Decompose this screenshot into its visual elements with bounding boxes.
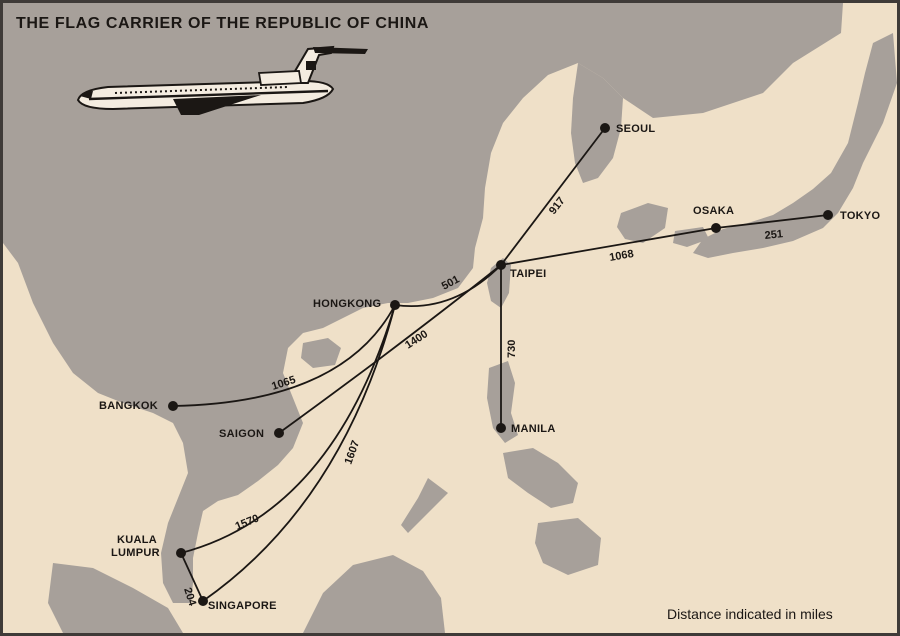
mindanao [535,518,601,575]
city-dot-manila [496,423,506,433]
city-label-seoul: SEOUL [616,123,655,135]
route-map-svg: SEOUL OSAKA TOKYO TAIPEI HONGKONG BANGKO… [3,3,897,633]
route-taipei-seoul [500,127,606,266]
city-dot-taipei [496,260,506,270]
city-label-taipei: TAIPEI [510,268,546,280]
palawan [401,478,448,533]
city-dot-seoul [600,123,610,133]
city-label-saigon: SAIGON [219,428,264,440]
borneo [303,555,445,633]
visayas [503,448,578,508]
city-dot-saigon [274,428,284,438]
city-label-manila: MANILA [511,423,556,435]
distance-footnote: Distance indicated in miles [667,606,833,622]
luzon [487,361,518,443]
city-label-kualalumpur-2: LUMPUR [111,547,160,559]
city-dot-osaka [711,223,721,233]
distance-label: 204 [181,586,198,608]
route-taipei-osaka [500,227,717,266]
city-dot-kualalumpur [176,548,186,558]
route-taipei-hongkong [394,264,502,308]
route-hongkong-singapore [202,304,396,602]
city-label-osaka: OSAKA [693,205,734,217]
city-label-singapore: SINGAPORE [208,600,277,612]
distance-label: 1068 [608,248,634,264]
city-labels: SEOUL OSAKA TOKYO TAIPEI HONGKONG BANGKO… [99,123,881,612]
city-markers [168,123,833,606]
distance-label: 1400 [403,328,430,351]
distance-label: 917 [547,195,568,217]
city-label-hongkong: HONGKONG [313,298,381,310]
hainan [301,338,341,368]
mainland-asia [3,3,843,603]
distance-label: 1607 [343,439,363,466]
route-taipei-saigon [278,264,502,434]
city-label-kualalumpur-1: KUALA [117,534,157,546]
city-label-bangkok: BANGKOK [99,400,158,412]
kyushu [617,203,668,243]
route-hongkong-bangkok [172,304,396,407]
city-label-tokyo: TOKYO [840,210,881,222]
sumatra [48,563,183,633]
city-dot-bangkok [168,401,178,411]
japan [693,33,897,258]
city-dot-hongkong [390,300,400,310]
korea [571,63,623,183]
map-title: THE FLAG CARRIER OF THE REPUBLIC OF CHIN… [16,15,429,32]
distance-label: 251 [764,228,784,242]
city-dot-tokyo [823,210,833,220]
distance-label: 1570 [234,512,261,532]
city-dot-singapore [198,596,208,606]
routes [172,127,829,602]
route-hongkong-kualalumpur [180,304,396,554]
airliner-icon [76,45,368,115]
distance-label: 730 [506,340,518,358]
route-osaka-tokyo [715,214,829,229]
shikoku [673,227,709,247]
route-kualalumpur-singapore [180,552,204,602]
